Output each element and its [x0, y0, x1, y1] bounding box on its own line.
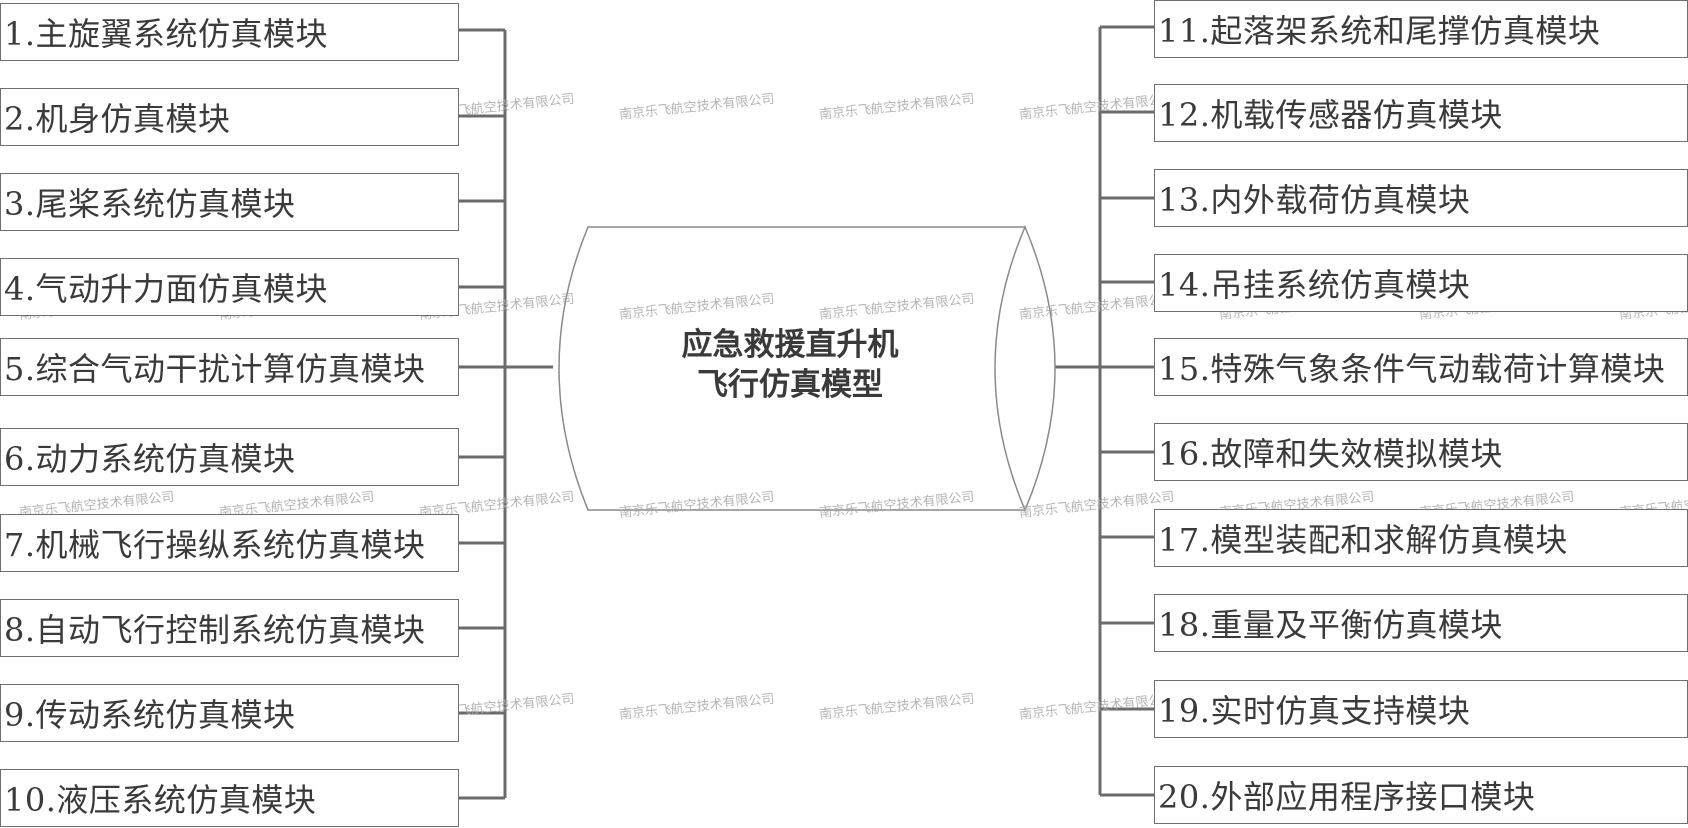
module-box-20: 20.外部应用程序接口模块 — [1154, 766, 1688, 824]
module-box-15: 15.特殊气象条件气动载荷计算模块 — [1154, 338, 1688, 396]
module-label: 18.重量及平衡仿真模块 — [1158, 606, 1503, 644]
module-label: 20.外部应用程序接口模块 — [1158, 778, 1536, 816]
module-label: 19.实时仿真支持模块 — [1158, 692, 1471, 730]
module-label: 10.液压系统仿真模块 — [4, 781, 317, 819]
left-connectors — [459, 28, 553, 800]
module-box-14: 14.吊挂系统仿真模块 — [1154, 254, 1688, 312]
module-box-11: 11.起落架系统和尾撑仿真模块 — [1154, 0, 1688, 58]
module-box-9: 9.传动系统仿真模块 — [0, 684, 459, 742]
central-title-line-2: 飞行仿真模型 — [697, 367, 883, 403]
module-box-10: 10.液压系统仿真模块 — [0, 769, 459, 827]
module-box-4: 4.气动升力面仿真模块 — [0, 258, 459, 316]
module-box-6: 6.动力系统仿真模块 — [0, 428, 459, 486]
module-box-1: 1.主旋翼系统仿真模块 — [0, 3, 459, 61]
module-box-18: 18.重量及平衡仿真模块 — [1154, 594, 1688, 652]
module-label: 13.内外载荷仿真模块 — [1158, 181, 1471, 219]
module-label: 9.传动系统仿真模块 — [4, 696, 296, 734]
central-cylinder — [558, 225, 1056, 512]
module-label: 11.起落架系统和尾撑仿真模块 — [1158, 12, 1601, 50]
module-label: 4.气动升力面仿真模块 — [4, 270, 329, 308]
module-box-3: 3.尾桨系统仿真模块 — [0, 173, 459, 231]
module-label: 1.主旋翼系统仿真模块 — [4, 15, 329, 53]
module-box-16: 16.故障和失效模拟模块 — [1154, 423, 1688, 481]
module-label: 17.模型装配和求解仿真模块 — [1158, 521, 1568, 559]
module-box-2: 2.机身仿真模块 — [0, 88, 459, 146]
module-label: 2.机身仿真模块 — [4, 100, 231, 138]
module-label: 12.机载传感器仿真模块 — [1158, 96, 1503, 134]
module-label: 6.动力系统仿真模块 — [4, 440, 296, 478]
module-box-12: 12.机载传感器仿真模块 — [1154, 84, 1688, 142]
module-label: 8.自动飞行控制系统仿真模块 — [4, 611, 426, 649]
right-connectors — [1024, 25, 1154, 797]
module-box-5: 5.综合气动干扰计算仿真模块 — [0, 338, 459, 396]
module-box-17: 17.模型装配和求解仿真模块 — [1154, 509, 1688, 567]
central-model-title: 应急救援直升机 飞行仿真模型 — [610, 325, 970, 405]
module-label: 3.尾桨系统仿真模块 — [4, 185, 296, 223]
module-label: 14.吊挂系统仿真模块 — [1158, 266, 1471, 304]
module-box-8: 8.自动飞行控制系统仿真模块 — [0, 599, 459, 657]
module-box-19: 19.实时仿真支持模块 — [1154, 680, 1688, 738]
module-label: 5.综合气动干扰计算仿真模块 — [4, 350, 426, 388]
module-label: 16.故障和失效模拟模块 — [1158, 435, 1503, 473]
module-box-13: 13.内外载荷仿真模块 — [1154, 169, 1688, 227]
central-title-line-1: 应急救援直升机 — [681, 327, 899, 363]
module-label: 7.机械飞行操纵系统仿真模块 — [4, 526, 426, 564]
module-box-7: 7.机械飞行操纵系统仿真模块 — [0, 514, 459, 572]
module-label: 15.特殊气象条件气动载荷计算模块 — [1158, 350, 1666, 388]
